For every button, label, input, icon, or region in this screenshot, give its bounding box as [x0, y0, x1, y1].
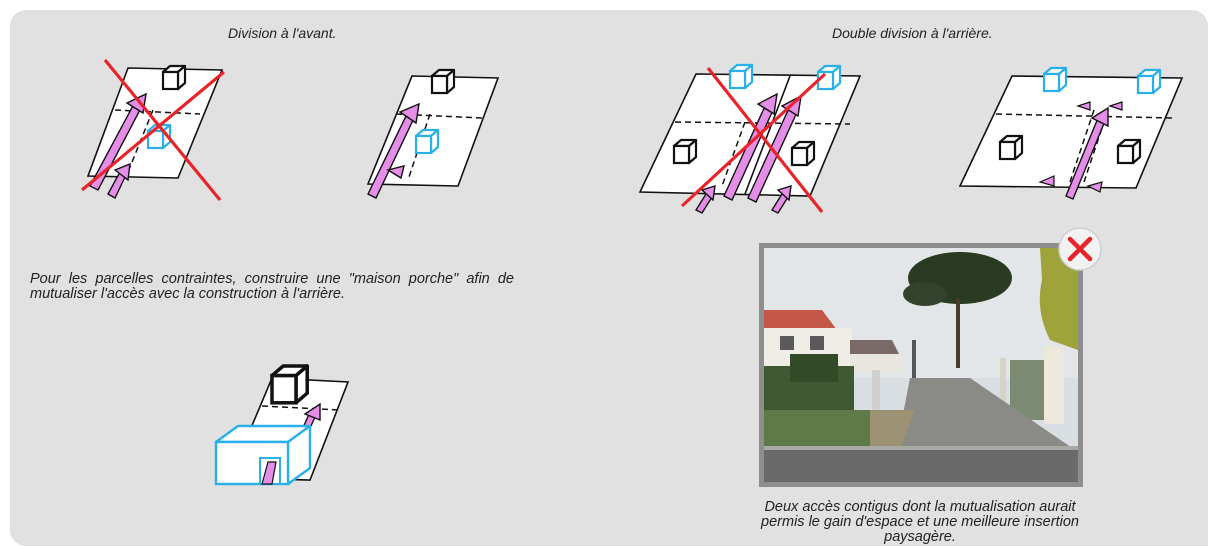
diagram-double-division-rejected: [638, 63, 862, 214]
diagram-double-division: [958, 66, 1184, 200]
house-cube-icon: [998, 134, 1024, 161]
house-cube-icon: [728, 63, 754, 90]
photo-caption: Deux accès contigus dont la mutualisatio…: [761, 499, 1079, 545]
porch-house: [214, 424, 312, 486]
diagram-maison-porche: [214, 364, 350, 486]
house-cube-icon: [414, 128, 440, 155]
caption-front-division: Division à l'avant.: [228, 25, 337, 41]
street-photo: [759, 243, 1083, 487]
cross-out-mark: [80, 70, 226, 192]
cross-out-mark: [680, 72, 827, 208]
house-cube-icon: [430, 68, 456, 95]
house-cube-icon: [1042, 66, 1068, 93]
diagram-canvas: [80, 58, 1184, 487]
house-cube-icon: [1116, 138, 1142, 165]
illustration-panel: Division à l'avant. Double division à l'…: [10, 10, 1208, 546]
maison-porche-text: Pour les parcelles contraintes, construi…: [30, 271, 514, 302]
house-cube-icon: [790, 140, 816, 167]
diagram-front-division-rejected: [80, 58, 226, 202]
house-cube-icon: [672, 138, 698, 165]
cross-out-mark: [103, 58, 222, 202]
diagram-front-division: [366, 68, 500, 199]
house-cube-icon: [1136, 68, 1162, 95]
cross-out-mark: [706, 67, 824, 213]
house-cube-icon: [270, 364, 309, 405]
caption-double-division: Double division à l'arrière.: [832, 25, 993, 41]
reject-badge-icon: [1058, 227, 1102, 271]
house-cube-icon: [161, 64, 187, 91]
